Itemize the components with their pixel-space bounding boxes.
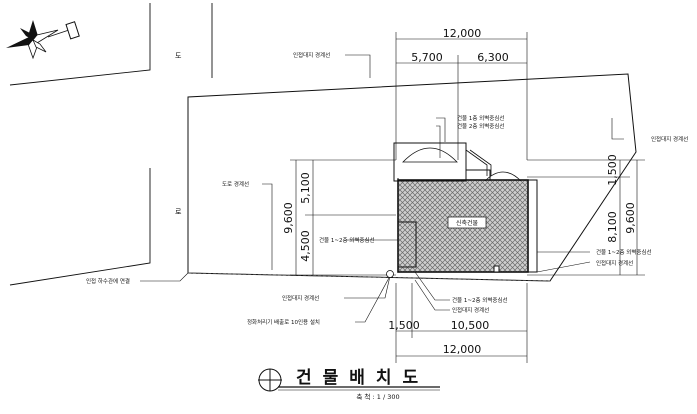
- building-label-box: [447, 216, 487, 229]
- note-adjacent-top: 인접대지 경계선: [293, 51, 330, 59]
- dim-right-middle: 8,100: [606, 211, 619, 243]
- building-label: 신축건물: [456, 219, 479, 227]
- title-block: [258, 368, 440, 392]
- note-floor1-line: 건물 1층 외벽중심선: [457, 114, 504, 122]
- dim-top-right: 6,300: [477, 51, 509, 64]
- dim-left-total: 9,600: [282, 202, 295, 234]
- road-boundary-line: [187, 272, 551, 282]
- dim-left-upper: 5,100: [299, 172, 312, 204]
- dim-bottom-total: 12,000: [443, 343, 482, 356]
- note-adjacent-right: 인접대지 경계선: [651, 135, 688, 143]
- note-floor12-bottom: 건물 1~2층 외벽중심선: [452, 296, 508, 304]
- dim-right-top: 1,500: [606, 154, 619, 186]
- dim-bottom-right: 10,500: [451, 319, 490, 332]
- note-rainwater: 정화처리기 배출로 10인용 설치: [247, 318, 320, 326]
- leader-lines: [140, 54, 624, 323]
- note-sewer: 인접 하수관에 연결: [86, 277, 130, 285]
- note-adjacent-right2: 인접대지 경계선: [596, 259, 633, 267]
- road-label-left: 로: [175, 208, 182, 216]
- note-adjacent-bottom2: 인접대지 경계선: [452, 306, 489, 314]
- note-adjacent-bottom: 인접대지 경계선: [282, 294, 319, 302]
- drawing-scale: 축 척 : 1 / 300: [356, 392, 399, 401]
- note-floor12-right: 건물 1~2층 외벽중심선: [596, 248, 652, 256]
- dimension-lines-bottom: [395, 283, 528, 363]
- note-floor2-line: 건물 2층 외벽중심선: [457, 122, 504, 130]
- drawing-title: 건물배치도: [296, 368, 429, 388]
- dim-top-total: 12,000: [443, 27, 482, 40]
- note-road-boundary: 도로 경계선: [222, 180, 249, 188]
- dim-left-lower: 4,500: [299, 230, 312, 262]
- dim-right-total: 9,600: [624, 202, 637, 234]
- dimension-lines-left: [290, 159, 396, 276]
- dim-bottom-left: 1,500: [388, 319, 420, 332]
- note-floor12-left: 건물 1~2층 외벽중심선: [319, 236, 375, 244]
- dimension-lines-right: [527, 159, 645, 276]
- stair-icon: [402, 147, 522, 182]
- north-arrow-icon: [6, 20, 80, 60]
- manhole-icon: [386, 270, 394, 278]
- site-boundary: [187, 73, 637, 282]
- dim-top-left: 5,700: [411, 51, 443, 64]
- road-label-top: 도: [175, 52, 182, 60]
- building-outlines: [393, 142, 538, 273]
